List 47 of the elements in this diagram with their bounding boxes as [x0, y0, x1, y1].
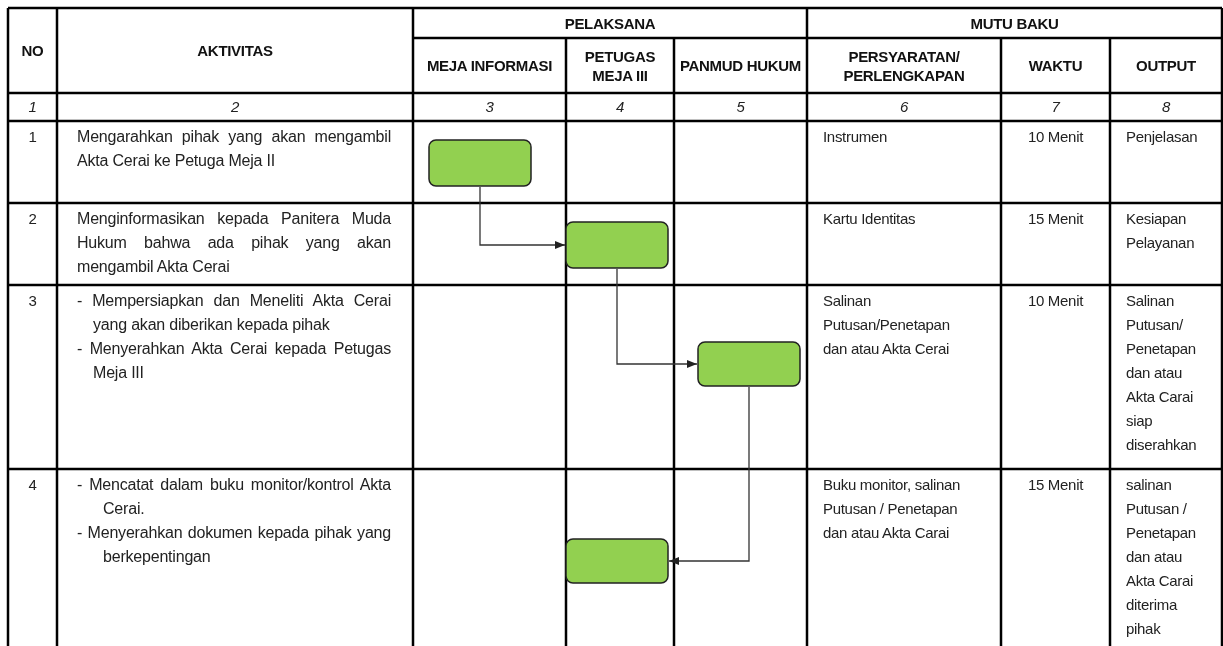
duration-text: 15 Menit	[1027, 209, 1084, 229]
column-number: 1	[28, 97, 37, 117]
requirement-text: Kartu Identitas	[823, 209, 917, 229]
activity-text: - Menyerahkan dokumen kepada pihak yang berkepentingan	[77, 523, 391, 567]
duration-text: 15 Menit	[1027, 475, 1084, 495]
column-header: PANMUD HUKUM	[679, 56, 802, 75]
row-number: 4	[28, 475, 37, 495]
arrow	[479, 186, 566, 249]
arrow	[668, 386, 750, 565]
output-text: Salinan Putusan/ Penetapan dan atau Akta Carai siap diserahkan	[1126, 291, 1198, 455]
row-number: 3	[28, 291, 37, 311]
activity-text: - Menyerahkan Akta Cerai kepada Petugas Meja III	[77, 339, 391, 383]
column-header: PERSYARATAN/ PERLENGKAPAN	[842, 46, 966, 85]
duration-text: 10 Menit	[1027, 291, 1084, 311]
column-number: 4	[615, 97, 624, 117]
arrow	[616, 268, 698, 368]
output-text: Penjelasan	[1126, 127, 1199, 147]
column-header: WAKTU	[1028, 56, 1083, 75]
process-box	[697, 341, 801, 387]
row-number: 1	[28, 127, 37, 147]
column-number: 3	[485, 97, 494, 117]
process-box	[565, 221, 669, 269]
activity-text: - Mempersiapkan dan Meneliti Akta Cerai yang akan diberikan kepada pihak	[77, 291, 391, 335]
activity-text: Menginformasikan kepada Panitera Muda Hukum bahwa ada pihak yang akan mengambil Akta Cerai	[77, 209, 391, 277]
column-number: 8	[1161, 97, 1170, 117]
process-box	[428, 139, 532, 187]
row-number: 2	[28, 209, 37, 229]
column-header: PETUGAS MEJA III	[583, 46, 657, 85]
output-text: Kesiapan Pelayanan	[1126, 209, 1196, 253]
column-header: NO	[21, 41, 44, 60]
output-text: salinan Putusan / Penetapan dan atau Akta Carai diterima pihak	[1126, 475, 1197, 639]
group-header: MUTU BAKU	[970, 13, 1059, 33]
requirement-text: Instrumen	[823, 127, 888, 147]
activity-text: Mengarahkan pihak yang akan mengambil Akta Cerai ke Petuga Meja II	[77, 127, 391, 171]
requirement-text: Salinan Putusan/Penetapan dan atau Akta Cerai	[823, 291, 951, 359]
column-header: OUTPUT	[1136, 56, 1196, 75]
column-header: AKTIVITAS	[197, 41, 273, 60]
process-box	[565, 538, 669, 584]
duration-text: 10 Menit	[1027, 127, 1084, 147]
group-header: PELAKSANA	[564, 13, 656, 33]
column-number: 2	[230, 97, 239, 117]
activity-text: - Mencatat dalam buku monitor/kontrol Akta Cerai.	[77, 475, 391, 519]
requirement-text: Buku monitor, salinan Putusan / Penetapan dan atau Akta Carai	[823, 475, 962, 543]
column-number: 6	[899, 97, 908, 117]
column-number: 5	[736, 97, 745, 117]
column-number: 7	[1051, 97, 1060, 117]
column-header: MEJA INFORMASI	[426, 56, 553, 75]
